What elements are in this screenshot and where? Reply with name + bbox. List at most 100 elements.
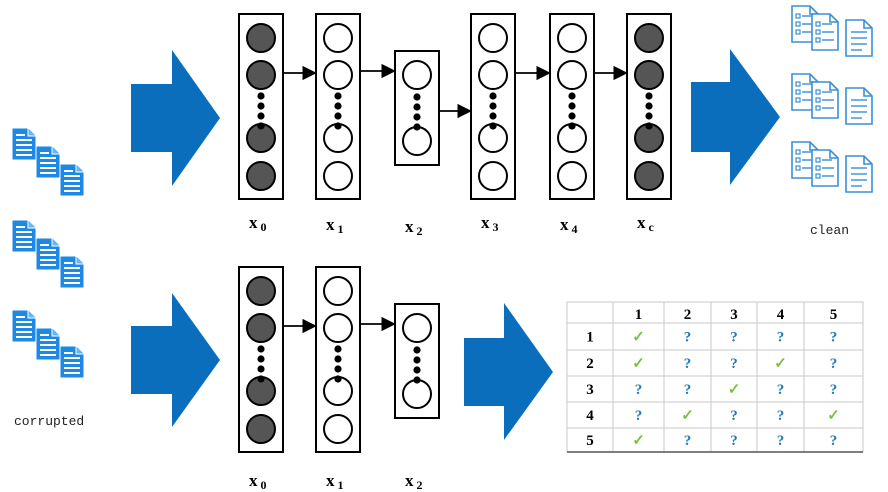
ellipsis-dot — [334, 375, 342, 383]
table-cell-unknown: ? — [730, 356, 738, 372]
table-cell-unknown: ? — [777, 330, 785, 346]
neuron-node — [478, 161, 508, 191]
ellipsis-dot — [413, 376, 421, 384]
table-row-header: 2 — [586, 356, 594, 372]
ellipsis-dot — [413, 113, 421, 121]
ellipsis-dot — [257, 112, 265, 120]
ellipsis-dot — [568, 102, 576, 110]
neuron-node — [323, 414, 353, 444]
table-cell-check: ✓ — [632, 330, 645, 346]
ellipsis-dot — [568, 112, 576, 120]
neuron-node — [246, 313, 276, 343]
ellipsis-dot — [413, 103, 421, 111]
ellipsis-dot — [568, 92, 576, 100]
table-cell-unknown: ? — [684, 382, 692, 398]
ellipsis-dot — [413, 366, 421, 374]
clean-label: clean — [810, 223, 849, 238]
table-cell-check: ✓ — [728, 382, 741, 398]
neuron-node — [478, 23, 508, 53]
neuron-node — [402, 126, 432, 156]
neuron-node — [402, 379, 432, 409]
table-col-header: 3 — [730, 307, 738, 323]
neuron-node — [557, 161, 587, 191]
corrupted-docs-stack-3 — [11, 309, 85, 379]
neuron-node — [323, 23, 353, 53]
table-cell-unknown: ? — [830, 382, 838, 398]
ellipsis-dot — [257, 365, 265, 373]
table-cell-unknown: ? — [830, 330, 838, 346]
neuron-node — [323, 60, 353, 90]
corrupted-docs-stack-1 — [11, 127, 85, 197]
ellipsis-dot — [489, 112, 497, 120]
corrupted-label: corrupted — [14, 414, 84, 429]
table-cell-unknown: ? — [830, 356, 838, 372]
ellipsis-dot — [334, 112, 342, 120]
big-arrow-top-input — [131, 50, 220, 186]
neuron-node — [557, 23, 587, 53]
big-arrow-bottom-input — [131, 293, 220, 427]
table-col-header: 5 — [830, 307, 838, 323]
neuron-node — [478, 60, 508, 90]
neuron-node — [402, 313, 432, 343]
table-cell-unknown: ? — [777, 433, 785, 449]
ellipsis-dot — [334, 122, 342, 130]
neuron-node — [246, 161, 276, 191]
table-col-header: 2 — [684, 307, 692, 323]
ellipsis-dot — [257, 102, 265, 110]
neuron-node — [402, 60, 432, 90]
table-cell-unknown: ? — [777, 382, 785, 398]
neuron-node — [557, 60, 587, 90]
ellipsis-dot — [257, 92, 265, 100]
ellipsis-dot — [645, 102, 653, 110]
table-row-header: 3 — [586, 382, 594, 398]
table-col-header: 4 — [777, 307, 785, 323]
table-row-header: 5 — [586, 433, 594, 449]
table-cell-unknown: ? — [830, 433, 838, 449]
table-cell-unknown: ? — [635, 382, 643, 398]
neuron-node — [246, 276, 276, 306]
table-cell-check: ✓ — [632, 433, 645, 449]
ellipsis-dot — [334, 355, 342, 363]
ellipsis-dot — [257, 122, 265, 130]
table-col-header: 1 — [635, 307, 643, 323]
table-row-header: 1 — [586, 330, 594, 346]
ellipsis-dot — [645, 92, 653, 100]
table-cell-check: ✓ — [632, 356, 645, 372]
ellipsis-dot — [489, 122, 497, 130]
table-cell-unknown: ? — [684, 356, 692, 372]
ellipsis-dot — [413, 346, 421, 354]
neuron-node — [634, 23, 664, 53]
ellipsis-dot — [489, 92, 497, 100]
neuron-node — [246, 60, 276, 90]
clean-docs-group-1 — [791, 5, 873, 57]
table-cell-unknown: ? — [730, 330, 738, 346]
neuron-node — [634, 60, 664, 90]
table-frame — [566, 301, 864, 453]
ellipsis-dot — [413, 123, 421, 131]
ellipsis-dot — [257, 355, 265, 363]
neuron-node — [323, 313, 353, 343]
ellipsis-dot — [334, 345, 342, 353]
table-row-header: 4 — [586, 408, 594, 424]
neuron-node — [323, 276, 353, 306]
ellipsis-dot — [568, 122, 576, 130]
table-cell-unknown: ? — [777, 408, 785, 424]
ellipsis-dot — [334, 102, 342, 110]
ellipsis-dot — [645, 112, 653, 120]
